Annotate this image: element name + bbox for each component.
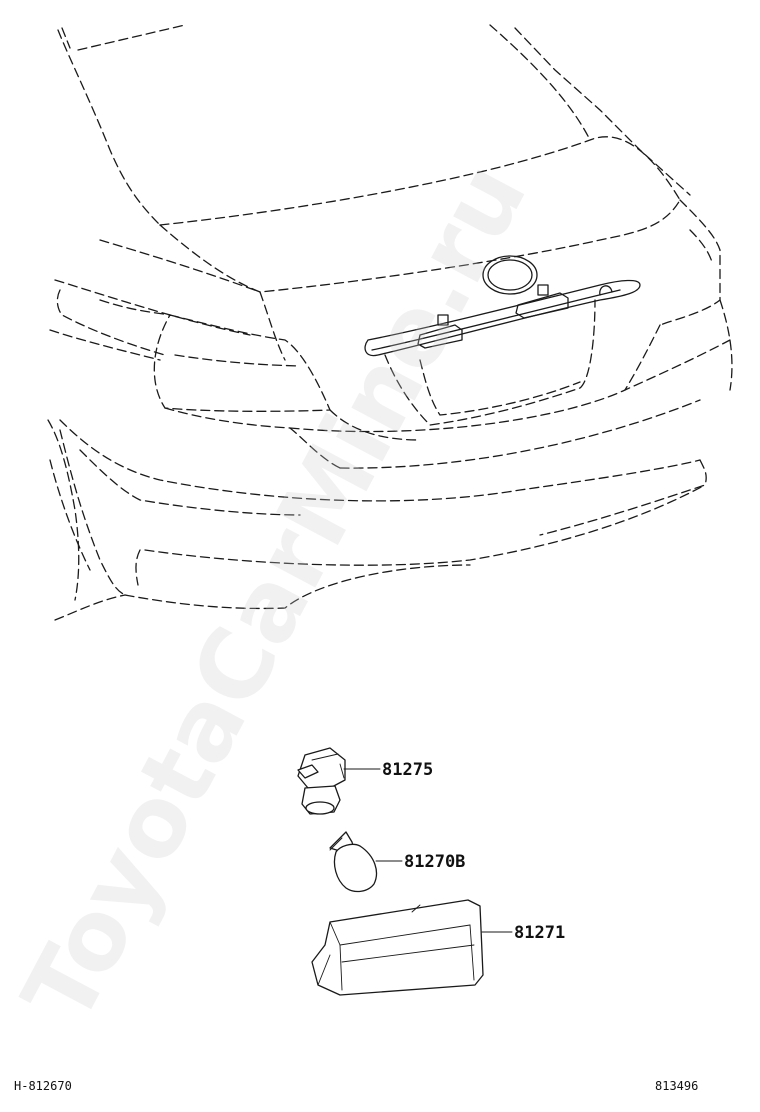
diagram-code-left: H-812670 [14, 1079, 72, 1093]
license-lamp-on-car-left [417, 314, 463, 349]
lamp-housing-part-drawing [311, 899, 484, 996]
car-rear-outline [47, 24, 733, 621]
socket-part-drawing [297, 747, 346, 815]
diagram-code-right: 813496 [655, 1079, 698, 1093]
bulb-part-drawing [329, 831, 378, 893]
emblem [482, 255, 538, 295]
license-lamp-on-car-right [515, 284, 569, 319]
trunk-garnish [364, 279, 641, 357]
part-number-81271[interactable]: 81271 [514, 923, 565, 943]
part-number-81270b[interactable]: 81270B [404, 852, 465, 872]
part-number-81275[interactable]: 81275 [382, 760, 433, 780]
